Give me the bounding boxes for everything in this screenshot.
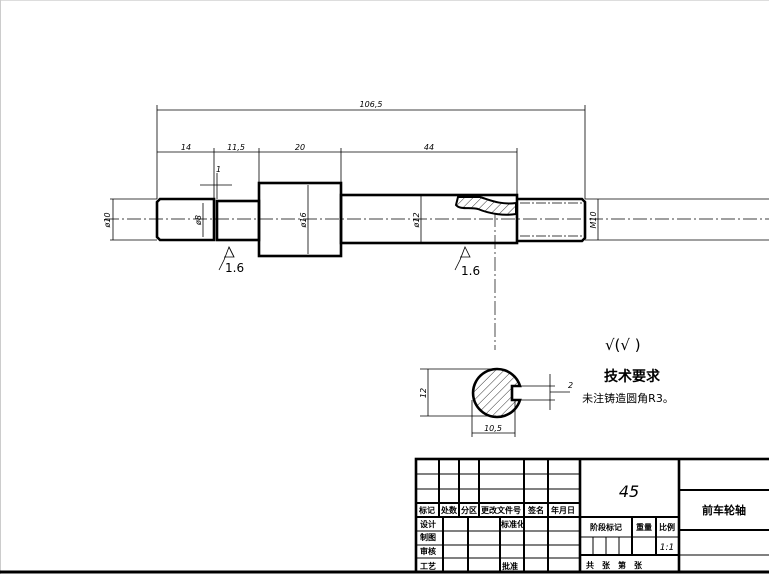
notes-text: 未注铸造圆角R3。: [582, 391, 674, 405]
standardization-label: 标准化: [500, 519, 525, 529]
row-drawing: 制图: [420, 532, 436, 542]
dim-section-width: 10,5: [484, 424, 502, 433]
dim-overall: 106,5: [360, 100, 383, 109]
row-review: 审核: [420, 546, 436, 556]
dim-seg1: 14: [181, 143, 191, 152]
keyway-hatch: [454, 196, 517, 216]
notes-title: 技术要求: [604, 368, 661, 385]
left-end-segment: [155, 197, 216, 242]
dim-seg2: 11,5: [227, 143, 245, 152]
dimensions: 106,5 14 11,5 20 44 1 ø10 ø8 ø16 ø12 M10: [103, 100, 769, 254]
approve-label: 批准: [502, 561, 518, 571]
dim-seg4: 44: [424, 143, 434, 152]
svg-text:1.6: 1.6: [461, 264, 480, 278]
dim-dia-groove: ø8: [194, 215, 203, 226]
sheets-label: 共 张 第 张: [586, 560, 643, 570]
stage-mark-label: 阶段标记: [590, 522, 622, 532]
shaft-segment: [339, 193, 519, 245]
thread-segment: [517, 197, 587, 243]
dim-section-height: 12: [419, 388, 428, 398]
scale-label: 比例: [659, 522, 675, 532]
dim-seg3: 20: [295, 143, 305, 152]
header-date: 年月日: [551, 505, 575, 515]
header-change-doc: 更改文件号: [481, 505, 521, 515]
material: 45: [619, 482, 639, 501]
weight-label: 重量: [636, 522, 652, 532]
dim-keyway: 2: [568, 381, 573, 390]
general-roughness: √(√ ): [605, 336, 641, 354]
roughness-symbol-1: 1.6: [218, 246, 244, 275]
dim-dia-left: ø10: [103, 212, 112, 228]
dim-groove: 1: [216, 165, 221, 174]
scale-value: 1:1: [660, 543, 674, 553]
dim-dia-collar: ø16: [299, 212, 308, 228]
groove-segment: [215, 199, 261, 242]
dim-dia-shaft: ø12: [412, 212, 421, 228]
part-name: 前车轮轴: [702, 503, 746, 517]
dim-thread: M10: [589, 211, 598, 228]
section-view: 12 10,5 2: [419, 367, 573, 437]
svg-text:1.6: 1.6: [225, 261, 244, 275]
header-signature: 签名: [527, 505, 544, 515]
title-block: 标记 处数 分区 更改文件号 签名 年月日 设计 制图 审核 工艺 标准化 批准…: [414, 457, 769, 574]
row-design: 设计: [420, 519, 436, 529]
header-zone: 分区: [461, 505, 477, 515]
header-count: 处数: [440, 505, 458, 515]
row-process: 工艺: [420, 561, 436, 571]
shaft-main-view: [105, 181, 769, 350]
roughness-symbol-2: 1.6: [454, 246, 480, 278]
header-mark: 标记: [418, 505, 435, 515]
